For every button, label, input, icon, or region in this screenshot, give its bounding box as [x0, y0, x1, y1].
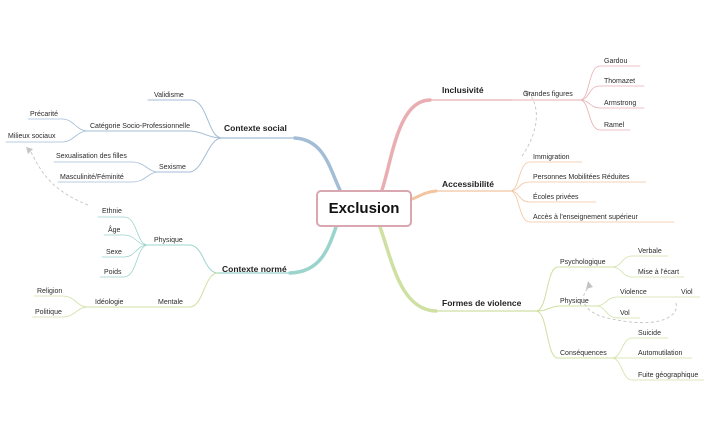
node-suicide[interactable]: Suicide	[638, 330, 661, 337]
branch-contexte-social-lines	[5, 99, 342, 192]
node-personnes-mobilites-reduites[interactable]: Personnes Mobilitées Réduites	[533, 174, 630, 181]
node-grandes-figures[interactable]: Grandes figures	[523, 91, 573, 98]
branch-inclusivite-lines	[380, 65, 645, 192]
node-viol[interactable]: Viol	[681, 289, 693, 296]
node-categorie-socio-professionnelle[interactable]: Catégorie Socio-Professionnelle	[90, 123, 190, 130]
node-vol[interactable]: Vol	[620, 310, 630, 317]
central-topic-label: Exclusion	[328, 200, 400, 217]
node-age[interactable]: Âge	[108, 227, 121, 234]
node-physique-violence[interactable]: Physique	[560, 298, 589, 305]
node-psychologique[interactable]: Psychologique	[560, 259, 606, 266]
topic-contexte-norme[interactable]: Contexte normé	[222, 264, 287, 274]
node-mentale[interactable]: Mentale	[158, 299, 183, 306]
node-sexualisation-des-filles[interactable]: Sexualisation des filles	[56, 153, 127, 160]
node-immigration[interactable]: Immigration	[533, 154, 570, 161]
node-religion[interactable]: Religion	[37, 288, 63, 295]
relation-arrowheads	[26, 90, 593, 289]
node-politique[interactable]: Politique	[35, 309, 62, 316]
node-sexisme[interactable]: Sexisme	[159, 164, 186, 171]
node-consequences[interactable]: Conséquences	[560, 350, 607, 357]
node-poids[interactable]: Poids	[104, 269, 122, 276]
node-thomazet[interactable]: Thomazet	[604, 78, 636, 85]
node-armstrong[interactable]: Armstrong	[604, 100, 637, 107]
topic-inclusivite[interactable]: Inclusivité	[442, 85, 484, 95]
node-fuite-geographique[interactable]: Fuite géographique	[638, 372, 699, 379]
node-gardou[interactable]: Gardou	[604, 58, 628, 65]
node-physique[interactable]: Physique	[154, 237, 183, 244]
branch-contexte-norme-lines	[97, 216, 338, 278]
node-precarite[interactable]: Précarité	[30, 111, 59, 118]
node-ethnie[interactable]: Ethnie	[102, 208, 122, 215]
branch-mentale-lines	[31, 272, 219, 318]
topic-accessibilite[interactable]: Accessibilité	[442, 179, 494, 189]
node-milieux-sociaux[interactable]: Milieux sociaux	[8, 133, 56, 140]
branch-violence-lines	[378, 225, 705, 381]
node-acces-enseignement-superieur[interactable]: Accès à l'enseignement supérieur	[533, 214, 638, 221]
node-sexe[interactable]: Sexe	[106, 249, 122, 256]
node-ramel[interactable]: Ramel	[604, 122, 625, 129]
node-mise-a-l-ecart[interactable]: Mise à l'écart	[638, 269, 680, 276]
central-topic-exclusion[interactable]: Exclusion	[316, 190, 412, 227]
topic-formes-de-violence[interactable]: Formes de violence	[442, 298, 522, 308]
branch-accessibilite-lines	[410, 161, 675, 223]
node-masculinite-feminite[interactable]: Masculinité/Féminité	[60, 174, 124, 181]
node-verbale[interactable]: Verbale	[638, 248, 662, 255]
relation-arrows	[29, 91, 677, 324]
topic-contexte-social[interactable]: Contexte social	[224, 123, 287, 133]
node-violence[interactable]: Violence	[620, 289, 647, 296]
node-ideologie[interactable]: Idéologie	[95, 299, 124, 306]
node-ecoles-privees[interactable]: Écoles privées	[533, 194, 579, 201]
node-validisme[interactable]: Validisme	[154, 92, 184, 99]
node-automutilation[interactable]: Automutilation	[638, 350, 683, 357]
